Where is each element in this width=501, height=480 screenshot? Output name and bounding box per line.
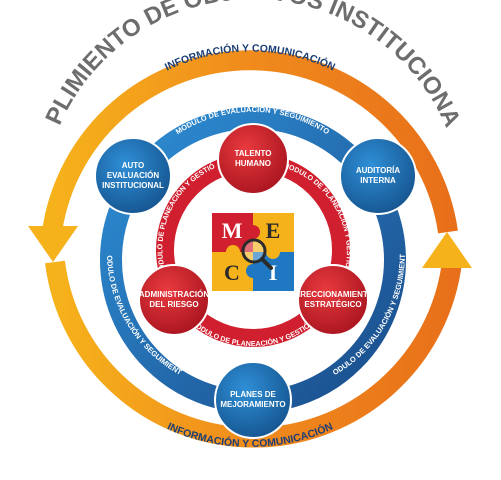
label-auto-line3: INSTITUCIONAL bbox=[102, 181, 164, 190]
meci-letter-m: M bbox=[222, 218, 243, 243]
node-auditoria bbox=[339, 137, 417, 215]
label-talento-line2: HUMANO bbox=[235, 159, 271, 168]
label-direccionamiento: DIRECCIONAMIENTO ESTRATÉGICO bbox=[292, 288, 374, 312]
label-auto-line2: EVALUACIÓN bbox=[106, 171, 160, 180]
label-talento: TALENTO HUMANO bbox=[218, 147, 288, 171]
label-planes-line1: PLANES DE bbox=[230, 390, 276, 399]
meci-letter-e: E bbox=[266, 218, 281, 243]
label-planes-line2: MEJORAMIENTO bbox=[220, 400, 286, 409]
node-direccionamiento bbox=[297, 264, 369, 336]
meci-letter-c: C bbox=[224, 260, 240, 285]
label-autoevaluacion: AUTO EVALUACIÓN INSTITUCIONAL bbox=[95, 160, 171, 192]
node-planes bbox=[214, 361, 292, 439]
label-admin-line1: ADMINISTRACIÓN bbox=[138, 290, 210, 299]
node-administracion bbox=[138, 264, 210, 336]
magnifier-icon bbox=[241, 238, 273, 270]
label-talento-line1: TALENTO bbox=[234, 149, 272, 158]
label-auto-line1: AUTO bbox=[121, 161, 145, 170]
meci-letter-i: I bbox=[269, 260, 278, 285]
arrow-down-icon bbox=[28, 226, 78, 262]
label-auditoria-line2: INTERNA bbox=[360, 176, 396, 185]
label-auditoria-line1: AUDITORÍA bbox=[355, 166, 401, 175]
label-direcc-line2: ESTRATÉGICO bbox=[304, 300, 362, 309]
label-admin-line2: DEL RIESGO bbox=[149, 300, 199, 309]
node-autoevaluacion bbox=[94, 137, 172, 215]
label-planes: PLANES DE MEJORAMIENTO bbox=[215, 388, 291, 412]
label-administracion: ADMINISTRACIÓN DEL RIESGO bbox=[136, 288, 212, 312]
label-direcc-line1: DIRECCIONAMIENTO bbox=[292, 290, 374, 299]
label-auditoria: AUDITORÍA INTERNA bbox=[340, 164, 416, 188]
node-talento bbox=[217, 123, 289, 195]
meci-puzzle: M E C I bbox=[212, 213, 294, 291]
arrow-up-icon bbox=[422, 232, 472, 268]
